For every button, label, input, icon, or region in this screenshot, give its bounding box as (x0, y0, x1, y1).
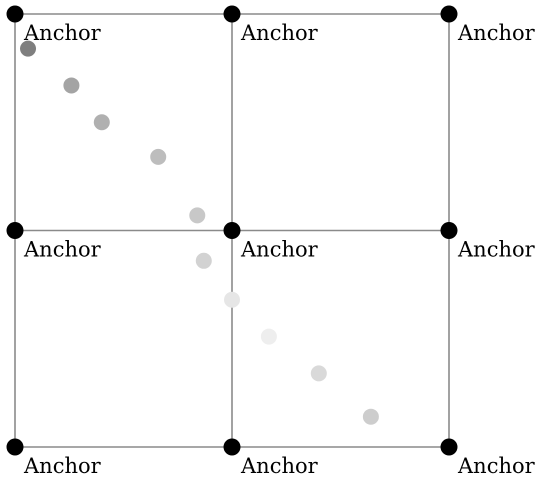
trail-dot (310, 365, 327, 382)
anchor-point (6, 222, 24, 239)
trail-dot (260, 328, 277, 345)
anchor-point (6, 5, 24, 23)
trail-dot (189, 207, 206, 224)
anchor-label: Anchor (240, 21, 319, 45)
anchor-label: Anchor (23, 454, 102, 478)
trail-dot (63, 77, 80, 94)
anchor-label: Anchor (457, 21, 536, 45)
anchor-point (223, 5, 241, 23)
anchor-label: Anchor (240, 454, 319, 478)
trail-dot (150, 148, 167, 165)
anchor-label: Anchor (457, 454, 536, 478)
anchor-label: Anchor (240, 238, 319, 262)
anchor-label: Anchor (23, 238, 102, 262)
trail-dot (224, 291, 240, 308)
anchor-dots (6, 5, 458, 456)
anchor-label: Anchor (457, 238, 536, 262)
anchor-point (440, 5, 458, 23)
anchor-label: Anchor (23, 21, 102, 45)
trail-dot (362, 408, 379, 425)
trail-dot (93, 114, 110, 131)
trail-dot (20, 40, 37, 57)
anchor-point (223, 222, 241, 239)
anchor-point (440, 222, 458, 239)
anchor-point (223, 438, 241, 456)
trail-dots (20, 40, 379, 425)
anchor-point (6, 438, 24, 456)
anchor-point (440, 438, 458, 456)
trail-dot (195, 252, 212, 269)
